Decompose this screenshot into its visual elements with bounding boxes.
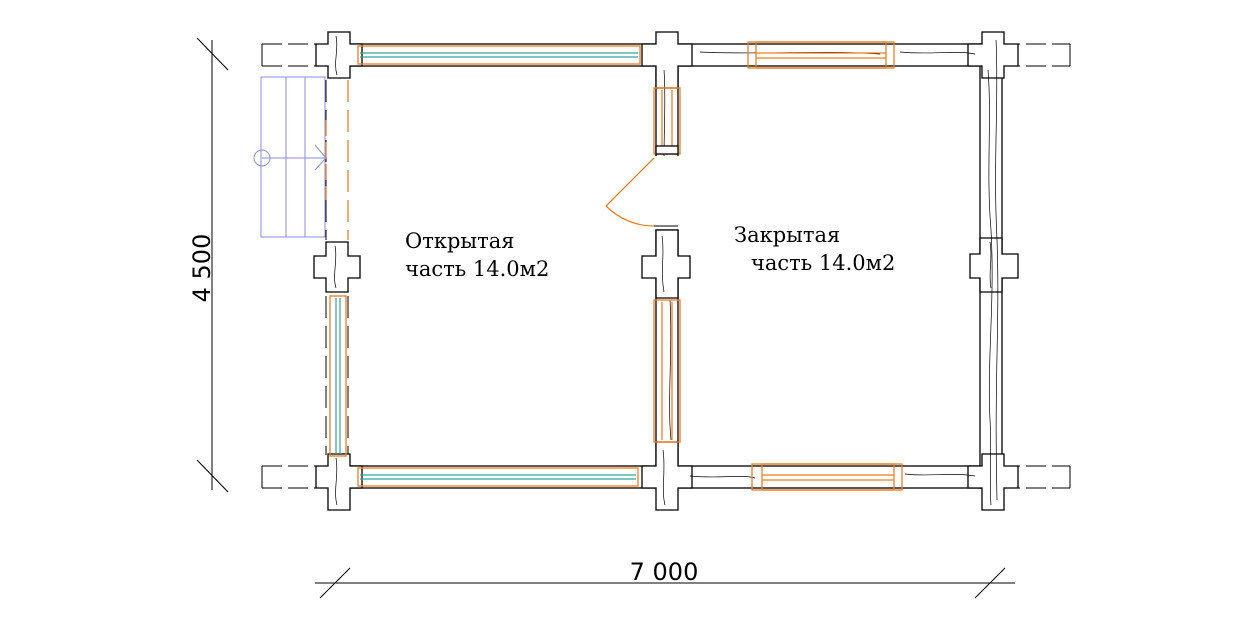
room-open-area: часть 14.0м2 [405,257,549,281]
post-top-right [967,31,1019,79]
door [605,156,684,228]
windows [653,41,903,491]
extension-lines [261,43,1071,489]
door-leaf [605,157,655,207]
room-closed-title: Закрытая [734,223,840,247]
width-tick-left [319,567,351,599]
door-swing-arc [605,205,655,227]
depth-tick-top [196,37,229,71]
glazing [329,45,641,487]
depth-dimension: 4 500 [188,37,229,493]
post-bottom-right [967,453,1019,511]
depth-tick-bottom [196,459,229,493]
width-dimension-label: 7 000 [630,558,699,586]
window-partition-lower [653,299,681,443]
post-left-middle [313,241,361,293]
width-dimension: 7 000 [315,558,1015,599]
width-tick-right [974,567,1006,599]
wall-top-right [679,43,986,67]
post-top-left [315,31,363,79]
room-open: Открытая часть 14.0м2 [405,229,549,281]
depth-dimension-label: 4 500 [188,234,216,303]
log-posts [313,31,1019,511]
entry-stairs [253,76,349,240]
room-open-title: Открытая [405,229,515,253]
wall-top-left [347,43,659,67]
room-closed: Закрытая часть 14.0м2 [734,223,895,275]
post-bottom-middle [641,441,693,511]
wall-bottom-left [347,465,659,489]
room-closed-area: часть 14.0м2 [751,251,895,275]
post-right-middle [969,237,1019,293]
post-center-middle [641,229,691,299]
post-bottom-left [315,453,363,511]
